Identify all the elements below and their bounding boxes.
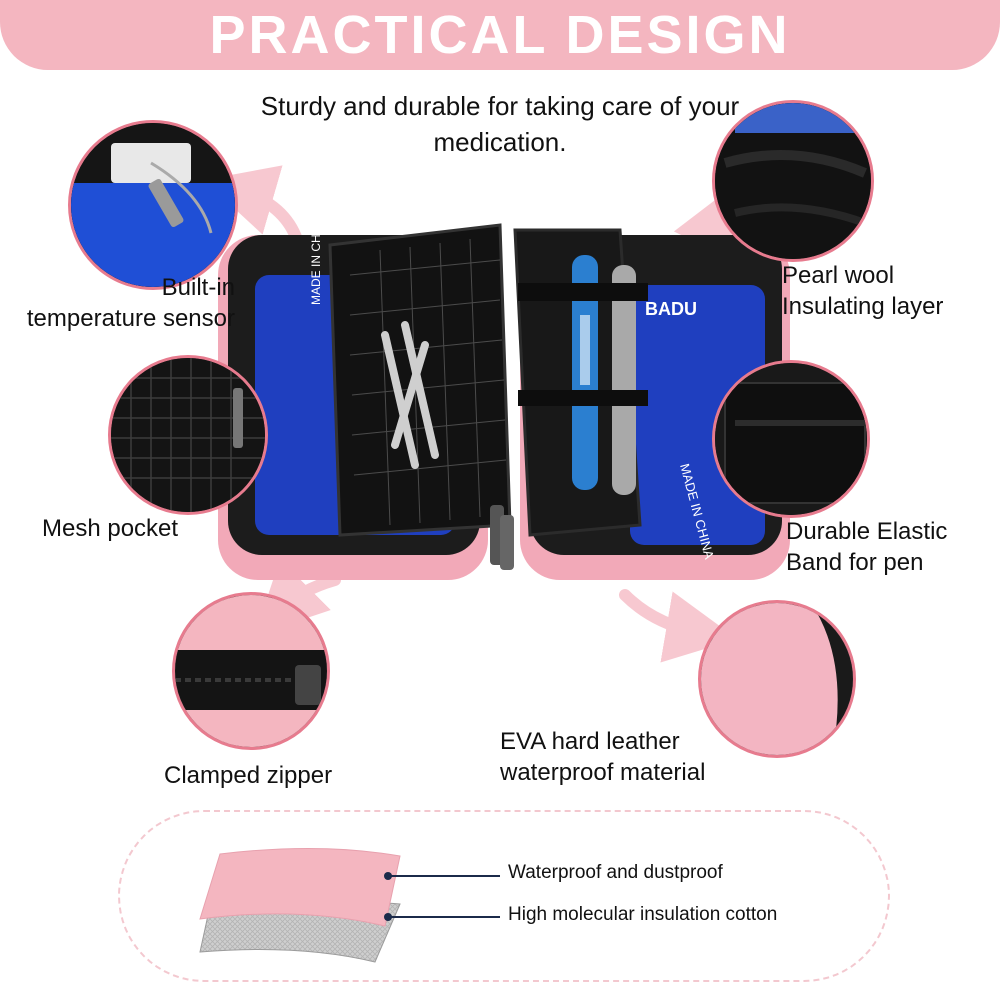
waterproof-outer-layer	[199, 847, 401, 927]
label-zipper: Clamped zipper	[164, 760, 332, 791]
insulin-case-image: MADE IN CHINA BADU MADE IN CHINA	[200, 205, 800, 595]
label-temperature-sensor: Built-in temperature sensor	[5, 272, 235, 334]
pointer-inner-layer	[388, 916, 500, 918]
layer-label-outer: Waterproof and dustproof	[508, 862, 723, 883]
subtitle-line-2: medication.	[433, 127, 567, 157]
label-elastic-band-line-2: Band for pen	[786, 549, 924, 576]
material-layers-illustration	[199, 847, 401, 963]
page-title: PRACTICAL DESIGN	[209, 5, 791, 65]
arrow-to-eva	[619, 589, 738, 663]
label-elastic-band-line-1: Durable Elastic	[786, 518, 948, 545]
subtitle: Sturdy and durable for taking care of yo…	[200, 88, 800, 160]
elastic-band	[518, 283, 648, 301]
material-layers-panel: Waterproof and dustproof High molecular …	[118, 810, 890, 982]
insulin-pen-grey	[612, 265, 636, 495]
brand-label: BADU	[645, 299, 697, 319]
label-temperature-sensor-line-2: temperature sensor	[26, 305, 235, 332]
label-pearl-wool: Pearl wool Insulating layer	[782, 260, 943, 322]
detail-sensor-photo	[68, 120, 238, 290]
label-mesh-pocket: Mesh pocket	[42, 513, 178, 544]
label-zipper-line-1: Clamped zipper	[164, 762, 333, 789]
pointer-inner-dot	[384, 913, 392, 921]
detail-zipper-photo	[172, 592, 330, 750]
detail-elastic-band-photo	[712, 360, 870, 518]
label-eva-material-line-2: waterproof material	[500, 759, 706, 786]
label-mesh-pocket-line-1: Mesh pocket	[42, 515, 179, 542]
detail-eva-shell-photo	[698, 600, 856, 758]
pointer-outer-layer	[388, 875, 500, 877]
label-eva-material: EVA hard leather waterproof material	[500, 726, 705, 788]
label-elastic-band: Durable Elastic Band for pen	[786, 516, 947, 578]
label-temperature-sensor-line-1: Built-in	[161, 274, 235, 301]
subtitle-line-1: Sturdy and durable for taking care of yo…	[260, 91, 740, 121]
layer-label-inner: High molecular insulation cotton	[508, 904, 778, 925]
pointer-outer-dot	[384, 872, 392, 880]
label-pearl-wool-line-2: Insulating layer	[782, 293, 944, 320]
detail-mesh-pocket-photo	[108, 355, 268, 515]
title-banner: PRACTICAL DESIGN	[0, 0, 1000, 70]
made-in-label-left: MADE IN CHINA	[309, 214, 323, 305]
label-pearl-wool-line-1: Pearl wool	[782, 262, 895, 289]
label-eva-material-line-1: EVA hard leather	[500, 728, 680, 755]
detail-pearl-wool-photo	[712, 100, 874, 262]
